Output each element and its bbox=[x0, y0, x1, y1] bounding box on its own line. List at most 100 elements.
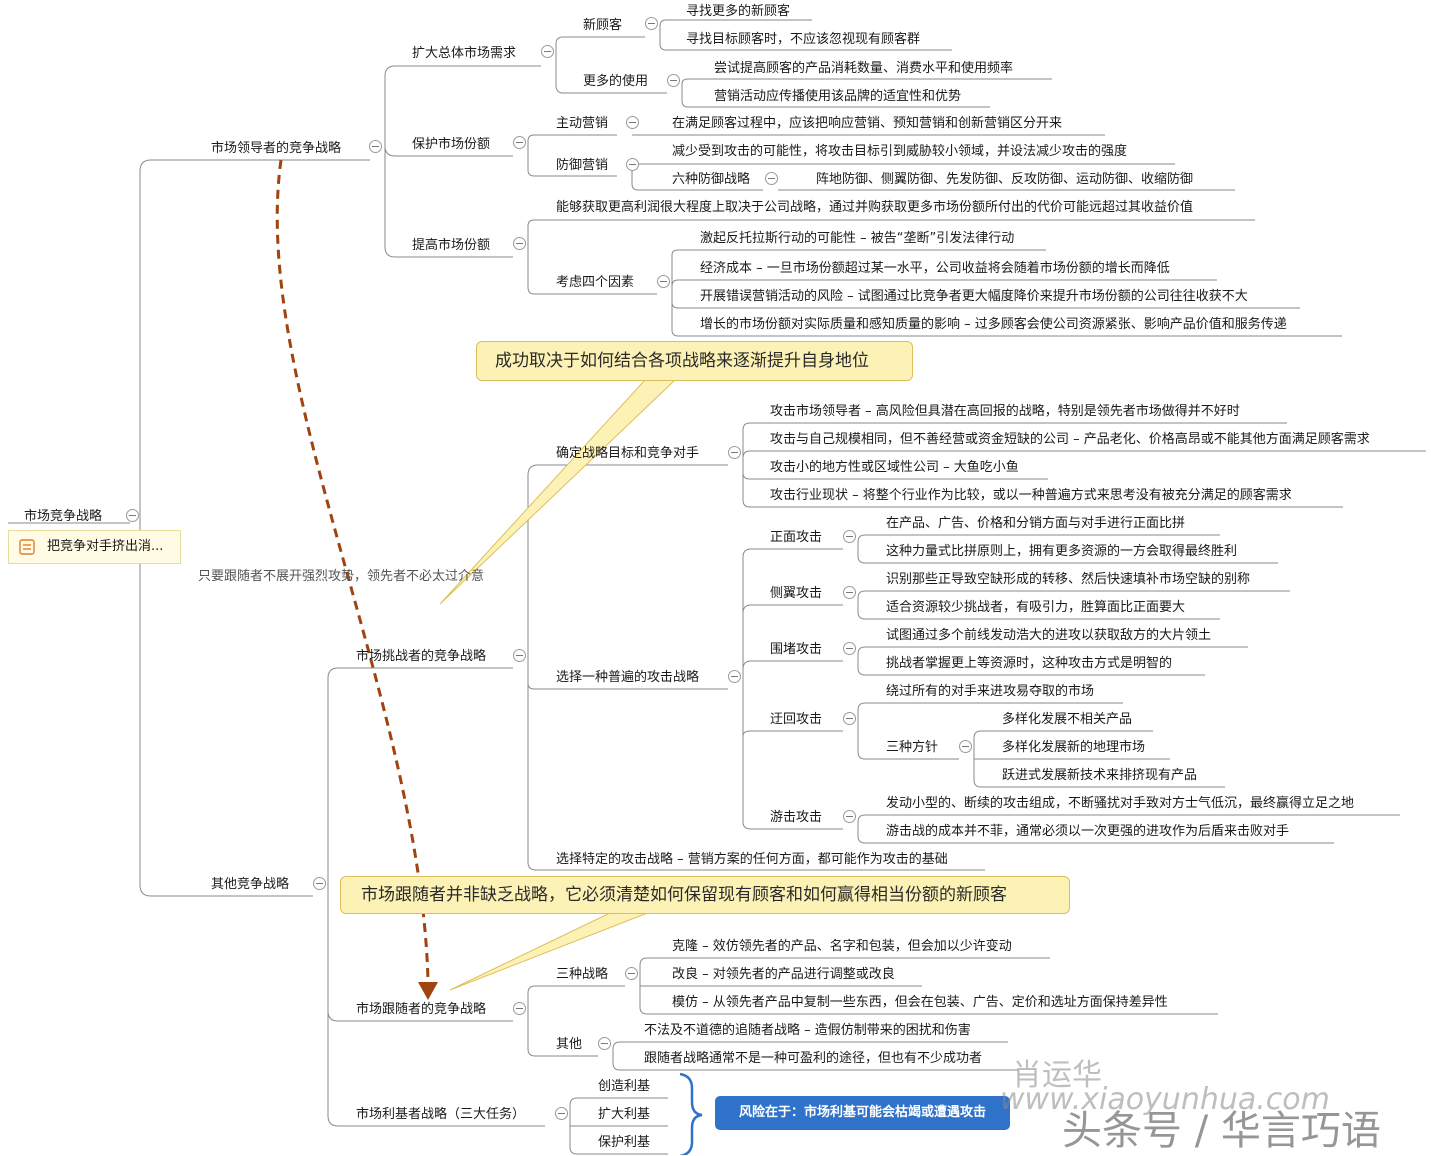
leaf[interactable]: 在产品、广告、价格和分销方面与对手进行正面比拼 bbox=[886, 516, 1186, 531]
node-frontal[interactable]: 正面攻击 bbox=[770, 530, 823, 545]
node-raise-share[interactable]: 提高市场份额 bbox=[412, 238, 491, 253]
leaf[interactable]: 阵地防御、侧翼防御、先发防御、反攻防御、运动防御、收缩防御 bbox=[816, 172, 1194, 187]
leaf[interactable]: 绕过所有的对手来进攻易夺取的市场 bbox=[886, 684, 1095, 699]
collapse-toggle[interactable] bbox=[513, 237, 526, 250]
watermark-url: www.xiaoyunhua.com bbox=[1000, 1082, 1330, 1117]
leaf[interactable]: 多样化发展不相关产品 bbox=[1002, 712, 1133, 727]
node-encircle[interactable]: 围堵攻击 bbox=[770, 642, 823, 657]
leaf[interactable]: 攻击小的地方性或区域性公司 – 大鱼吃小鱼 bbox=[770, 460, 1019, 475]
node-other[interactable]: 其他 bbox=[556, 1037, 583, 1052]
leaf[interactable]: 增长的市场份额对实际质量和感知质量的影响 – 过多顾客会使公司资源紧张、影响产品… bbox=[700, 317, 1287, 332]
node-six-defenses[interactable]: 六种防御战略 bbox=[672, 172, 751, 187]
node-niche[interactable]: 市场利基者战略（三大任务） bbox=[356, 1107, 526, 1122]
callout-follower: 市场跟随者并非缺乏战略，它必须清楚如何保留现有顾客和如何赢得相当份额的新顾客 bbox=[340, 876, 1070, 914]
node-target[interactable]: 确定战略目标和竞争对手 bbox=[556, 446, 700, 461]
collapse-toggle[interactable] bbox=[645, 17, 658, 30]
leaf[interactable]: 克隆 – 效仿领先者的产品、名字和包装，但会加以少许变动 bbox=[672, 939, 1012, 954]
leaf[interactable]: 创造利基 bbox=[598, 1079, 651, 1094]
collapse-toggle[interactable] bbox=[126, 509, 139, 522]
node-bypass[interactable]: 迂回攻击 bbox=[770, 712, 823, 727]
node-follower[interactable]: 市场跟随者的竞争战略 bbox=[356, 1002, 487, 1017]
leaf[interactable]: 寻找更多的新顾客 bbox=[686, 4, 791, 19]
relationship-arrow bbox=[275, 159, 430, 981]
node-four-factors[interactable]: 考虑四个因素 bbox=[556, 275, 635, 290]
node-active-marketing[interactable]: 主动营销 bbox=[556, 116, 609, 131]
niche-risk-box[interactable]: 风险在于：市场利基可能会枯竭或遭遇攻击 bbox=[715, 1096, 1010, 1130]
collapse-toggle[interactable] bbox=[626, 158, 639, 171]
collapse-toggle[interactable] bbox=[843, 712, 856, 725]
leaf[interactable]: 模仿 – 从领先者产品中复制一些东西，但会在包装、广告、定价和选址方面保持差异性 bbox=[672, 995, 1168, 1010]
node-general-attack[interactable]: 选择一种普遍的攻击战略 bbox=[556, 670, 700, 685]
leaf[interactable]: 挑战者掌握更上等资源时，这种攻击方式是明智的 bbox=[886, 656, 1173, 671]
leaf[interactable]: 保护利基 bbox=[598, 1135, 651, 1150]
leaf[interactable]: 营销活动应传播使用该品牌的适宜性和优势 bbox=[714, 89, 962, 104]
leaf[interactable]: 这种力量式比拼原则上，拥有更多资源的一方会取得最终胜利 bbox=[886, 544, 1238, 559]
leaf[interactable]: 经济成本 – 一旦市场份额超过某一水平，公司收益将会随着市场份额的增长而降低 bbox=[700, 261, 1170, 276]
collapse-toggle[interactable] bbox=[728, 446, 741, 459]
leaf[interactable]: 减少受到攻击的可能性，将攻击目标引到威胁较小领域，并设法减少攻击的强度 bbox=[672, 144, 1128, 159]
collapse-toggle[interactable] bbox=[626, 116, 639, 129]
callout-challenger: 成功取决于如何结合各项战略来逐渐提升自身地位 bbox=[476, 341, 913, 381]
leaf[interactable]: 在满足顾客过程中，应该把响应营销、预知营销和创新营销区分开来 bbox=[672, 116, 1063, 131]
leaf[interactable]: 开展错误营销活动的风险 – 试图通过比竞争者更大幅度降价来提升市场份额的公司往往… bbox=[700, 289, 1248, 304]
leaf[interactable]: 尝试提高顾客的产品消耗数量、消费水平和使用频率 bbox=[714, 61, 1014, 76]
node-more-use[interactable]: 更多的使用 bbox=[583, 74, 649, 89]
leaf[interactable]: 游击战的成本并不菲，通常必须以一次更强的进攻作为后盾来击败对手 bbox=[886, 824, 1290, 839]
node-three-strategies[interactable]: 三种战略 bbox=[556, 967, 609, 982]
root-note-text: 把竞争对手挤出消... bbox=[47, 539, 164, 554]
collapse-toggle[interactable] bbox=[765, 172, 778, 185]
leaf[interactable]: 攻击市场领导者 – 高风险但具潜在高回报的战略，特别是领先者市场做得并不好时 bbox=[770, 404, 1240, 419]
node-expand-demand[interactable]: 扩大总体市场需求 bbox=[412, 46, 517, 61]
collapse-toggle[interactable] bbox=[313, 877, 326, 890]
leaf[interactable]: 扩大利基 bbox=[598, 1107, 651, 1122]
collapse-toggle[interactable] bbox=[598, 1037, 611, 1050]
collapse-toggle[interactable] bbox=[555, 1107, 568, 1120]
collapse-toggle[interactable] bbox=[843, 810, 856, 823]
collapse-toggle[interactable] bbox=[843, 530, 856, 543]
collapse-toggle[interactable] bbox=[541, 45, 554, 58]
collapse-toggle[interactable] bbox=[959, 740, 972, 753]
collapse-toggle[interactable] bbox=[625, 967, 638, 980]
collapse-toggle[interactable] bbox=[513, 649, 526, 662]
leaf[interactable]: 多样化发展新的地理市场 bbox=[1002, 740, 1146, 755]
leaf[interactable]: 改良 – 对领先者的产品进行调整或改良 bbox=[672, 967, 895, 982]
root-title: 市场竞争战略 bbox=[24, 509, 103, 524]
branch-others[interactable]: 其他竞争战略 bbox=[211, 877, 290, 892]
watermark-brand: 头条号 / 华言巧语 bbox=[1062, 1108, 1381, 1154]
leaf[interactable]: 攻击与自己规模相同，但不善经营或资金短缺的公司 – 产品老化、价格高昂或不能其他… bbox=[770, 432, 1370, 447]
node-three-policies[interactable]: 三种方针 bbox=[886, 740, 939, 755]
leaf[interactable]: 攻击行业现状 – 将整个行业作为比较，或以一种普遍方式来思考没有被充分满足的顾客… bbox=[770, 488, 1292, 503]
node-flank[interactable]: 侧翼攻击 bbox=[770, 586, 823, 601]
collapse-toggle[interactable] bbox=[667, 74, 680, 87]
collapse-toggle[interactable] bbox=[843, 642, 856, 655]
node-protect-share[interactable]: 保护市场份额 bbox=[412, 137, 491, 152]
leaf[interactable]: 跃进式发展新技术来排挤现有产品 bbox=[1002, 768, 1198, 783]
collapse-toggle[interactable] bbox=[513, 136, 526, 149]
watermark-name: 肖运华 bbox=[1012, 1058, 1102, 1093]
collapse-toggle[interactable] bbox=[728, 670, 741, 683]
collapse-toggle[interactable] bbox=[369, 140, 382, 153]
leaf[interactable]: 跟随者战略通常不是一种可盈利的途径，但也有不少成功者 bbox=[644, 1051, 983, 1066]
note-icon bbox=[19, 539, 35, 555]
collapse-toggle[interactable] bbox=[843, 586, 856, 599]
follower-note: 只要跟随者不展开强烈攻势，领先者不必太过介意 bbox=[198, 569, 485, 584]
leaf[interactable]: 寻找目标顾客时，不应该忽视现有顾客群 bbox=[686, 32, 921, 47]
leaf[interactable]: 适合资源较少挑战者，有吸引力，胜算面比正面要大 bbox=[886, 600, 1186, 615]
niche-brace bbox=[679, 1072, 703, 1155]
leaf[interactable]: 发动小型的、断续的攻击组成，不断骚扰对手致对方士气低沉，最终赢得立足之地 bbox=[886, 796, 1355, 811]
node-new-customers[interactable]: 新顾客 bbox=[583, 18, 623, 33]
collapse-toggle[interactable] bbox=[657, 275, 670, 288]
node-guerrilla[interactable]: 游击攻击 bbox=[770, 810, 823, 825]
node-defensive-marketing[interactable]: 防御营销 bbox=[556, 158, 609, 173]
branch-leader[interactable]: 市场领导者的竞争战略 bbox=[211, 141, 342, 156]
leaf[interactable]: 试图通过多个前线发动浩大的进攻以获取敌方的大片领土 bbox=[886, 628, 1212, 643]
root-note[interactable]: 把竞争对手挤出消... bbox=[8, 530, 181, 564]
leaf[interactable]: 不法及不道德的追随者战略 – 造假仿制带来的困扰和伤害 bbox=[644, 1023, 971, 1038]
leaf[interactable]: 激起反托拉斯行动的可能性 – 被告“垄断”引发法律行动 bbox=[700, 231, 1015, 246]
leaf[interactable]: 选择特定的攻击战略 – 营销方案的任何方面，都可能作为攻击的基础 bbox=[556, 852, 948, 867]
collapse-toggle[interactable] bbox=[513, 1002, 526, 1015]
node-challenger[interactable]: 市场挑战者的竞争战略 bbox=[356, 649, 487, 664]
leaf[interactable]: 能够获取更高利润很大程度上取决于公司战略，通过并购获取更多市场份额所付出的代价可… bbox=[556, 200, 1194, 215]
leaf[interactable]: 识别那些正导致空缺形成的转移、然后快速填补市场空缺的别称 bbox=[886, 572, 1251, 587]
